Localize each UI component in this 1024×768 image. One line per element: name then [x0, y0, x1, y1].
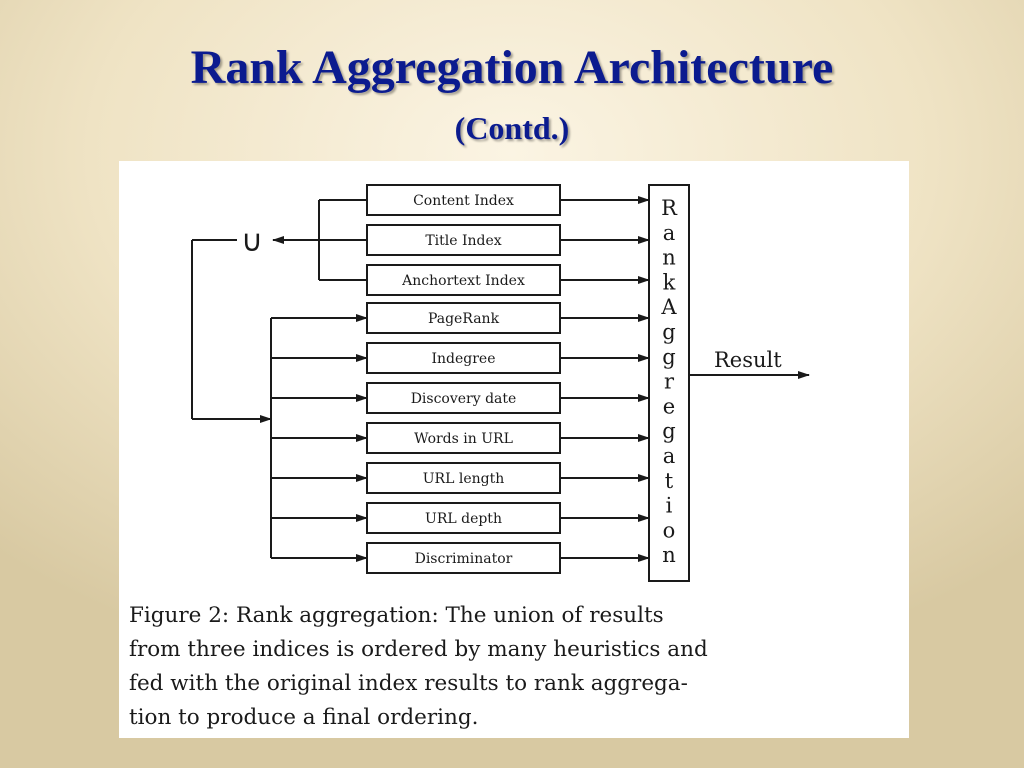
caption-line: fed with the original index results to r…	[129, 671, 688, 696]
slide-subtitle: (Contd.)	[454, 110, 570, 146]
union-symbol: ∪	[241, 224, 263, 259]
heuristic-box	[366, 462, 561, 494]
heuristic-box-label: Words in URL	[414, 431, 513, 447]
aggregator-letter: R	[661, 196, 678, 220]
heuristic-box-label: URL length	[423, 471, 504, 487]
heuristic-box	[366, 302, 561, 334]
aggregator-letter: k	[663, 270, 676, 294]
heuristic-box-label: Indegree	[431, 351, 495, 367]
caption-line: from three indices is ordered by many he…	[129, 637, 708, 662]
aggregator-box	[648, 184, 690, 582]
aggregator-letter: e	[663, 394, 675, 418]
heuristic-box-label: URL depth	[425, 511, 502, 527]
result-label: Result	[714, 348, 782, 372]
heuristic-box	[366, 382, 561, 414]
figure-caption: Figure 2: Rank aggregation: The union of…	[129, 599, 899, 735]
aggregator-letter: o	[663, 518, 676, 542]
aggregator-letter: g	[662, 320, 675, 344]
aggregator-letter: g	[662, 345, 675, 369]
aggregator-letter: n	[662, 246, 676, 270]
index-box	[366, 224, 561, 256]
heuristic-box	[366, 342, 561, 374]
index-box-label: Anchortext Index	[401, 273, 525, 289]
index-box	[366, 264, 561, 296]
heuristic-box	[366, 422, 561, 454]
aggregator-letter: a	[663, 444, 676, 468]
heuristic-box-label: PageRank	[428, 311, 500, 327]
index-box	[366, 184, 561, 216]
caption-line: tion to produce a final ordering.	[129, 705, 479, 730]
heuristic-box-label: Discovery date	[411, 391, 517, 407]
aggregator-letter: i	[666, 494, 673, 518]
aggregator-letter: t	[665, 469, 674, 493]
aggregator-letter: A	[660, 295, 677, 319]
heuristic-box-label: Discriminator	[415, 551, 513, 567]
slide-title: Rank Aggregation Architecture	[190, 41, 834, 94]
index-box-label: Content Index	[413, 193, 514, 209]
aggregator-letter: r	[664, 370, 675, 394]
caption-line: Figure 2: Rank aggregation: The union of…	[129, 603, 664, 628]
heuristic-box	[366, 542, 561, 574]
aggregator-letter: n	[662, 543, 676, 567]
aggregator-letter: a	[663, 221, 676, 245]
index-box-label: Title Index	[425, 233, 501, 249]
heuristic-box	[366, 502, 561, 534]
aggregator-letter: g	[662, 419, 675, 443]
